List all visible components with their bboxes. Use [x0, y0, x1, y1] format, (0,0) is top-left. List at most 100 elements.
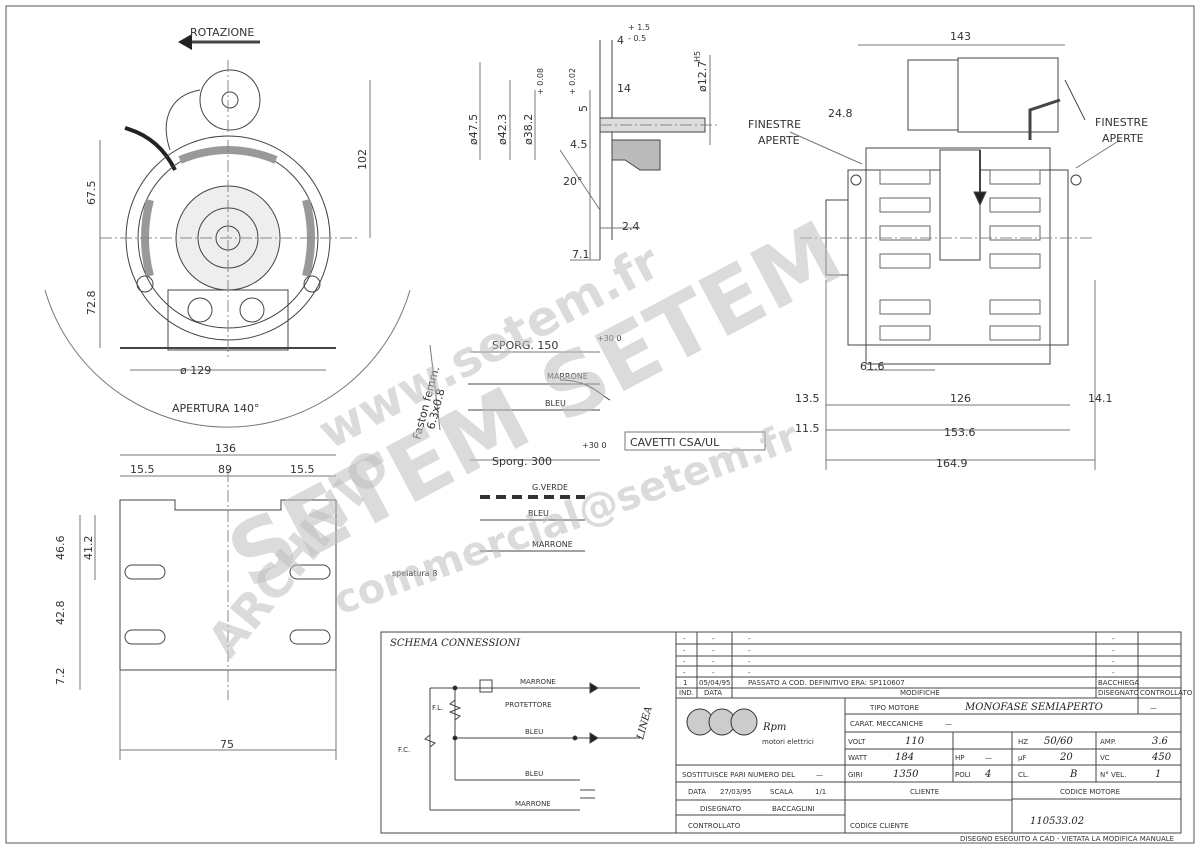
rev-1-date: -	[712, 647, 715, 655]
watt-label: WATT	[848, 754, 868, 762]
schema-title: SCHEMA CONNESSIONI	[390, 638, 521, 649]
wire-marrone-bottom: MARRONE	[532, 540, 573, 549]
footer-note: DISEGNO ESEGUITO A CAD - VIETATA LA MODI…	[960, 835, 1174, 843]
dim-12-7: ø12.7	[696, 61, 709, 92]
logo-text: Rpm	[762, 722, 786, 733]
dim-5: 5	[577, 105, 590, 112]
tol-38-2: + 0.08	[536, 68, 545, 95]
dim-14-1: 14.1	[1088, 392, 1113, 405]
volt-value: 110	[905, 736, 925, 747]
logo-sub: motori elettrici	[762, 738, 814, 746]
tol-5-upper: + 0.02	[568, 68, 577, 95]
dim-102: 102	[356, 149, 369, 170]
dim-61-6: 61.6	[860, 360, 885, 373]
dim-41-2: 41.2	[82, 536, 95, 561]
tipo-dash: —	[1150, 704, 1157, 712]
hz-value: 50/60	[1044, 736, 1073, 747]
cliente-label: CLIENTE	[910, 788, 939, 796]
rev-0-date: -	[712, 635, 715, 643]
cl-value: B	[1069, 769, 1077, 780]
wire-bleu-top: BLEU	[545, 399, 566, 408]
rev-3-n: -	[683, 669, 686, 677]
hp-value: —	[985, 754, 992, 762]
window-right-line2: APERTE	[1102, 132, 1144, 145]
cl-label: CL.	[1018, 771, 1029, 779]
dim-13-5: 13.5	[795, 392, 820, 405]
sostituisce-value: —	[816, 771, 823, 779]
dim-diameter-129: ø 129	[180, 364, 211, 377]
schema-protettore: PROTETTORE	[505, 701, 552, 709]
rev-2-desc: -	[748, 658, 751, 666]
tipo-motore-value: MONOFASE SEMIAPERTO	[964, 702, 1103, 713]
rev-1-desc: -	[748, 647, 751, 655]
window-left-line2: APERTE	[758, 134, 800, 147]
codice-motore-label: CODICE MOTORE	[1060, 788, 1120, 796]
revision-rows: - - - - - - - - - - - - - - - - 1 05/04/…	[679, 635, 1193, 697]
spelatura-label: spelatura 8	[392, 569, 437, 578]
schema-fc: F.C.	[398, 746, 410, 754]
rev-3-date: -	[712, 669, 715, 677]
dim-38-2: ø38.2	[522, 114, 535, 145]
window-left-line1: FINESTRE	[748, 118, 801, 131]
dim-143: 143	[950, 30, 971, 43]
rev-2-sign: -	[1112, 658, 1115, 666]
schema-marrone-2: MARRONE	[515, 800, 551, 808]
cavetti-label: CAVETTI CSA/UL	[630, 436, 720, 449]
giri-value: 1350	[893, 769, 919, 780]
dim-46-6: 46.6	[54, 536, 67, 561]
rev-header-disegnato: DISEGNATO	[1098, 689, 1140, 697]
wire-marrone-top: MARRONE	[547, 372, 588, 381]
carat-value: —	[945, 720, 952, 728]
scala-label: SCALA	[770, 788, 793, 796]
dim-14: 14	[617, 82, 631, 95]
rev-0-n: -	[683, 635, 686, 643]
angle-20: 20°	[563, 175, 583, 188]
rotation-label: ROTAZIONE	[190, 26, 254, 39]
rev-4-desc: PASSATO A COD. DEFINITIVO ERA: SP110607	[748, 679, 905, 687]
dim-47-5: ø47.5	[467, 114, 480, 145]
watt-value: 184	[895, 752, 914, 763]
page-frame	[5, 5, 1195, 844]
poli-label: POLI	[955, 771, 971, 779]
tol-4-upper: + 1.5	[628, 23, 650, 32]
side-view	[789, 44, 1121, 470]
data-label: DATA	[688, 788, 706, 796]
rev-3-desc: -	[748, 669, 751, 677]
tipo-motore-label: TIPO MOTORE	[869, 704, 919, 712]
disegnato-value: BACCAGLINI	[772, 805, 815, 813]
dim-15-5-left: 15.5	[130, 463, 155, 476]
amp-value: 3.6	[1152, 736, 1169, 747]
sporg-300-tol: +30 0	[582, 441, 607, 450]
schema-fl: F.L.	[432, 704, 443, 712]
dim-89: 89	[218, 463, 232, 476]
base-view	[79, 454, 337, 760]
vc-label: VC	[1100, 754, 1110, 762]
schema-marrone: MARRONE	[520, 678, 556, 686]
window-right-line1: FINESTRE	[1095, 116, 1148, 129]
rev-header-modifiche: MODIFICHE	[900, 689, 940, 697]
dim-11-5: 11.5	[795, 422, 820, 435]
watermark: www.setem.fr SETEM SETEM commercial@sete…	[197, 202, 858, 667]
rev-header-controllato: CONTROLLATO	[1140, 689, 1193, 697]
dim-24-8: 24.8	[828, 107, 853, 120]
sporg-150-tol: +30 0	[597, 334, 622, 343]
dim-75: 75	[220, 738, 234, 751]
rev-4-n: 1	[683, 679, 687, 687]
dim-42-8: 42.8	[54, 601, 67, 626]
uf-label: µF	[1018, 754, 1026, 762]
dim-164-9: 164.9	[936, 457, 968, 470]
tol-12-7: H5	[693, 51, 702, 62]
dim-67-5: 67.5	[85, 181, 98, 206]
front-view	[44, 34, 411, 428]
giri-label: GIRI	[848, 771, 862, 779]
rev-2-date: -	[712, 658, 715, 666]
rev-0-desc: -	[748, 635, 751, 643]
rev-0-sign: -	[1112, 635, 1115, 643]
carat-label: CARAT. MECCANICHE	[850, 720, 923, 728]
schema-bleu: BLEU	[525, 728, 543, 736]
vc-value: 450	[1151, 752, 1172, 763]
tol-4-lower: - 0.5	[628, 34, 646, 43]
data-value: 27/03/95	[720, 788, 751, 796]
controllato-label: CONTROLLATO	[688, 822, 741, 830]
rev-4-sign: BACCHIEGA	[1098, 679, 1139, 687]
